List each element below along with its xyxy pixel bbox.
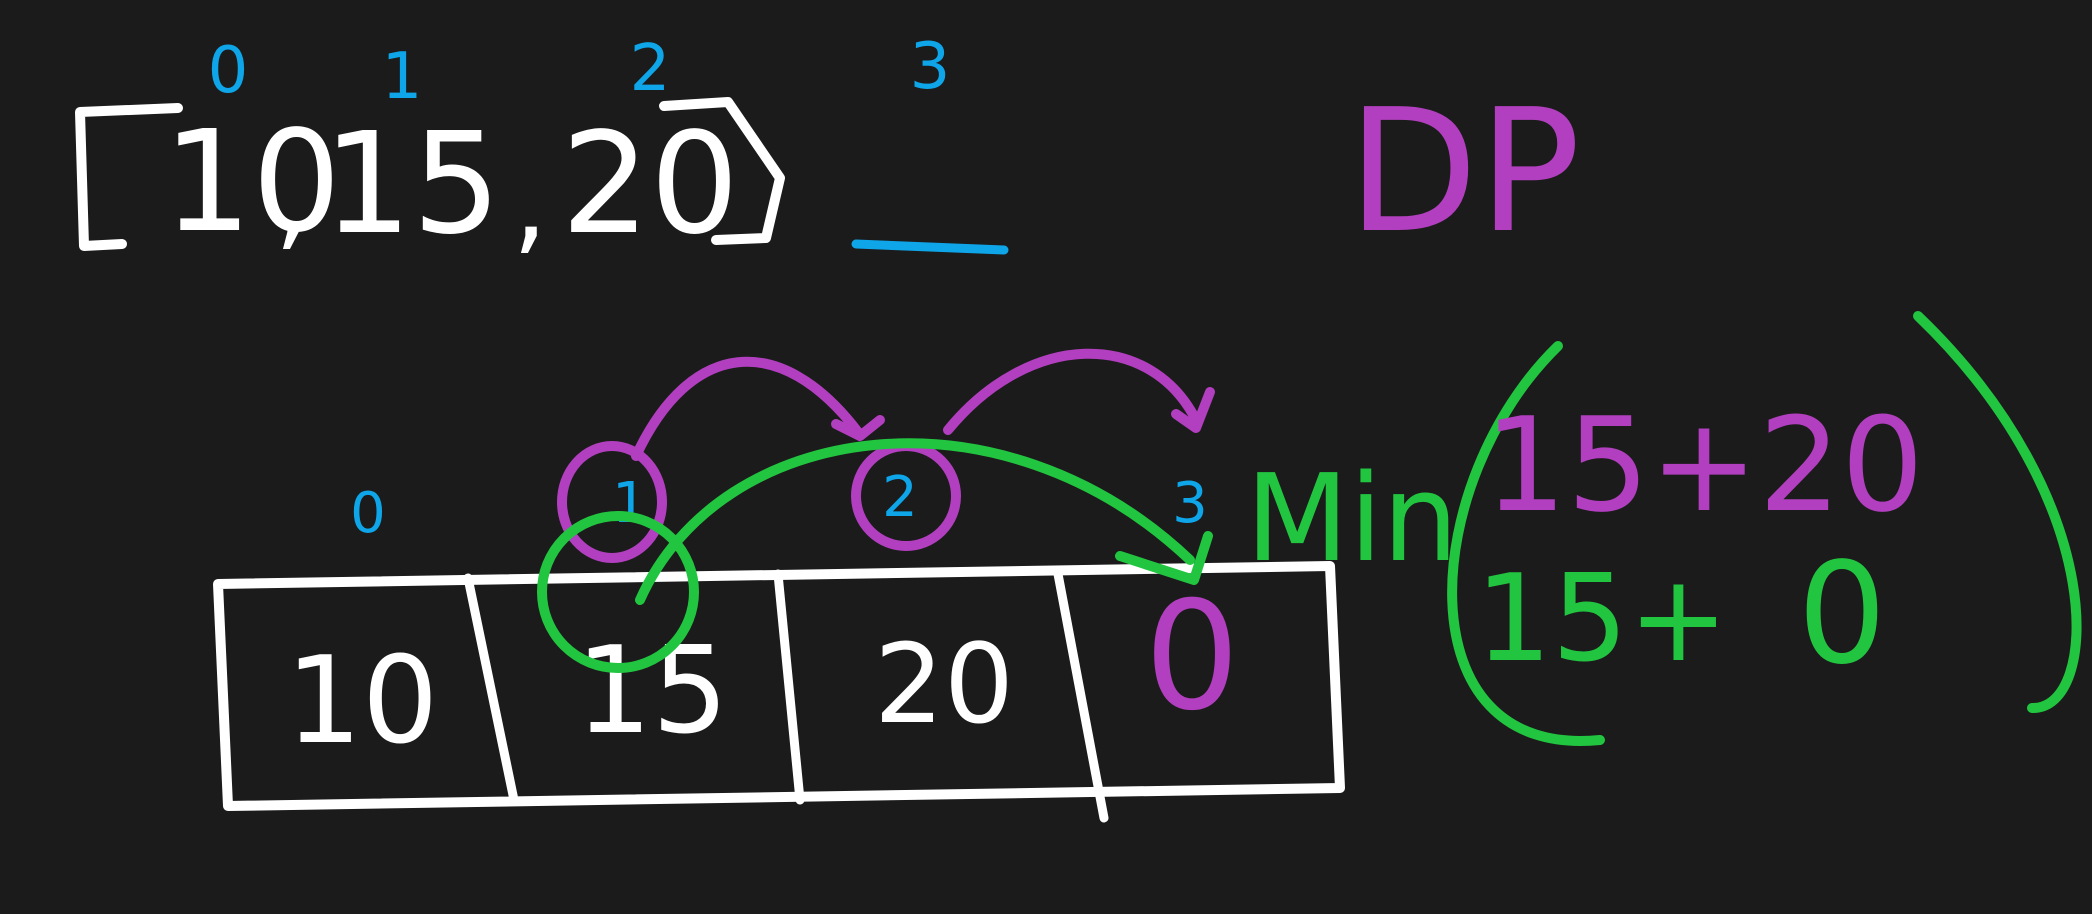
top-index-0: 0 <box>208 34 249 108</box>
dp-label: DP <box>1347 73 1580 271</box>
min-label: Min <box>1246 450 1459 589</box>
top-array-value-15: 15 <box>323 103 501 266</box>
table-index-0: 0 <box>350 481 386 546</box>
top-index-1: 1 <box>382 40 423 114</box>
top-index-2: 2 <box>630 32 671 106</box>
table-divider-3 <box>1053 569 1109 823</box>
table-divider-1 <box>463 573 519 805</box>
top-array-close-bracket <box>659 97 785 245</box>
table-cell-value-15: 15 <box>576 622 729 761</box>
purple-arrowhead-1 <box>831 415 885 441</box>
table-outline <box>213 561 1345 811</box>
green-jump-annotations <box>537 438 1213 673</box>
table-cell-value-10: 10 <box>286 632 439 771</box>
green-arrow-1-to-3 <box>635 438 1195 605</box>
top-array-blank-slot <box>851 239 1009 255</box>
top-array-comma-2: , <box>513 138 548 266</box>
min-option-2-right: 0 <box>1797 533 1886 696</box>
min-open-paren <box>1447 341 1605 746</box>
purple-arrowhead-2 <box>1171 387 1215 433</box>
table-index-2: 2 <box>882 465 918 530</box>
purple-arrow-1-to-2 <box>631 356 863 461</box>
min-expression: Min 15+20 15+ 0 <box>1246 311 2082 746</box>
top-index-3: 3 <box>910 30 951 104</box>
green-arrowhead <box>1115 531 1213 585</box>
min-option-2-left: 15+ <box>1475 550 1728 689</box>
purple-arrow-2-to-3 <box>943 348 1201 435</box>
table-cell-value-0: 0 <box>1144 570 1239 744</box>
top-array-value-10: 10 <box>163 101 341 264</box>
top-array-comma-1: , <box>275 134 310 262</box>
green-circle-cell-15 <box>537 511 699 673</box>
top-array-value-20: 20 <box>561 103 739 266</box>
top-array: 10 , 15 , 20 <box>75 97 1009 266</box>
min-option-1: 15+20 <box>1484 389 1924 541</box>
min-close-paren <box>1913 311 2082 714</box>
table-index-3: 3 <box>1172 471 1208 536</box>
table-cell-value-20: 20 <box>874 620 1014 748</box>
top-array-index-labels: 0 1 2 3 <box>208 30 951 114</box>
table-index-labels: 0 1 2 3 <box>350 465 1208 546</box>
cost-table: 10 15 20 0 <box>213 561 1345 823</box>
purple-circle-index-1 <box>557 441 667 563</box>
table-index-1: 1 <box>612 471 648 536</box>
table-divider-2 <box>773 569 805 805</box>
top-array-open-bracket <box>75 103 183 251</box>
